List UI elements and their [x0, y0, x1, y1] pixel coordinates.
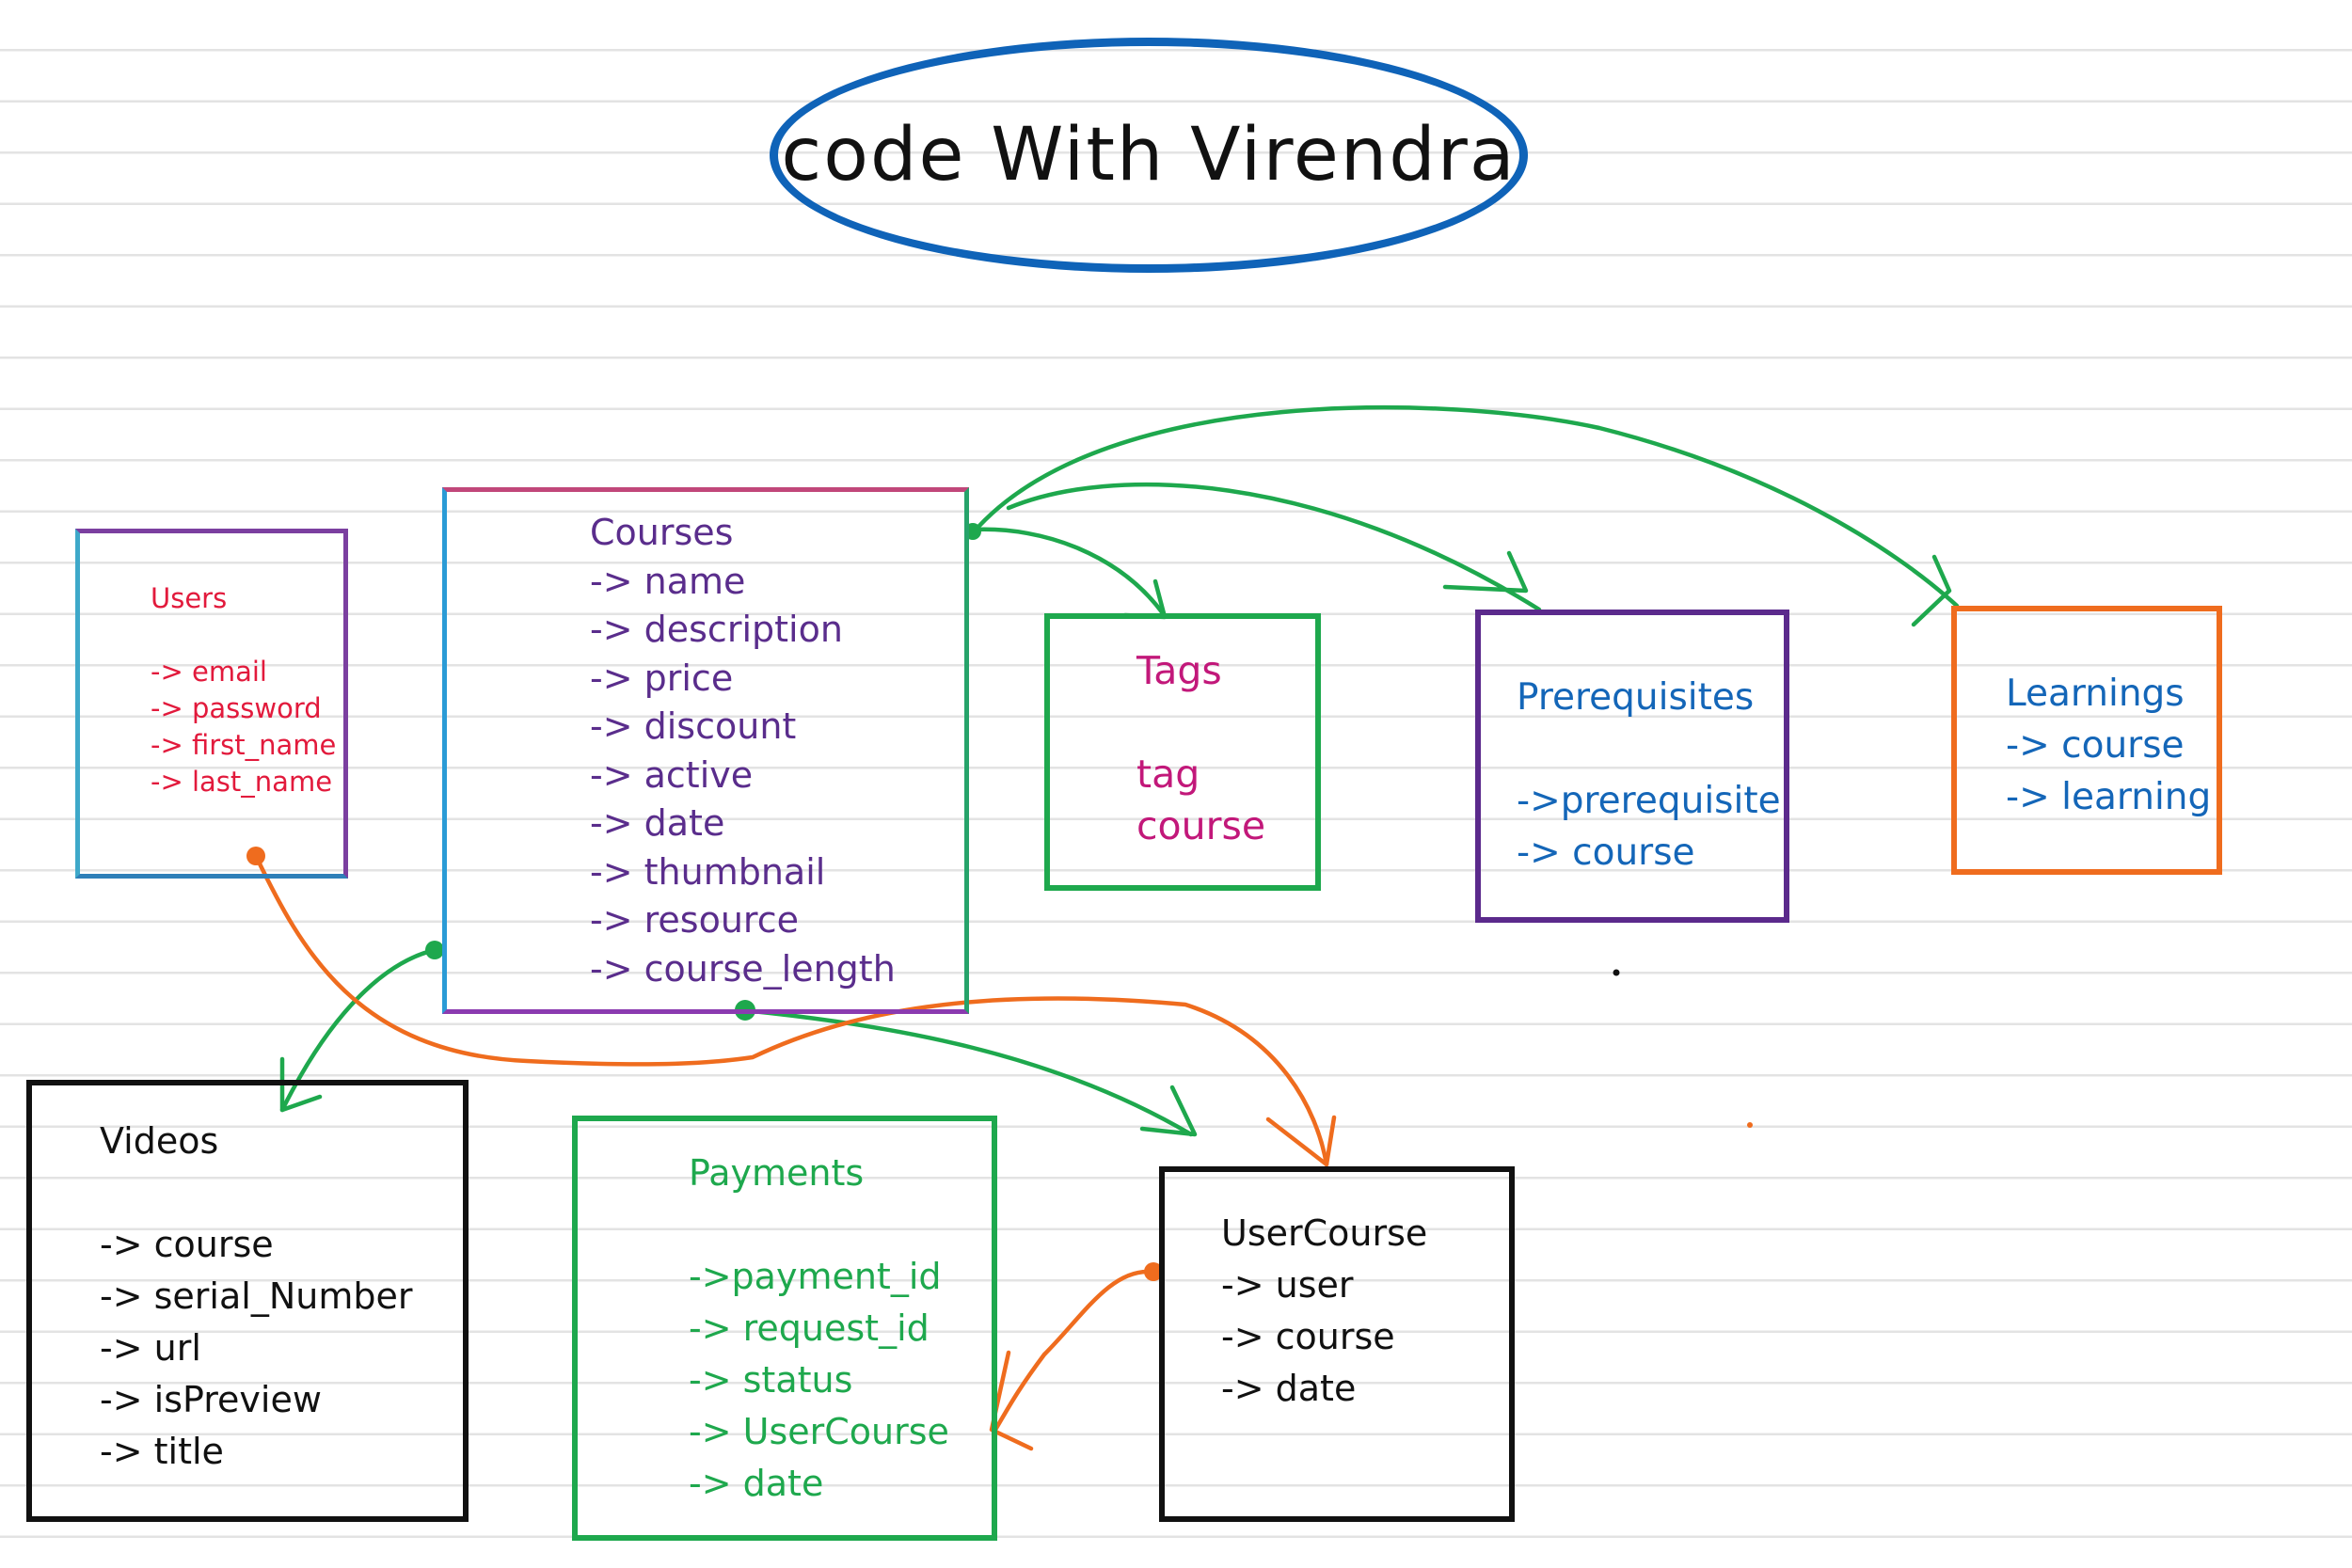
arrowhead-usercourse-orange	[1265, 1115, 1337, 1167]
field: -> course_length	[590, 947, 896, 990]
arrow-courses-to-videos	[279, 947, 437, 1113]
arrowhead-videos	[279, 1056, 323, 1113]
entity-prerequisites: Prerequisites ->prerequisite -> course	[1475, 610, 1789, 923]
arrowhead-prerequisites	[1442, 550, 1529, 594]
entity-videos: Videos -> course -> serial_Number -> url…	[26, 1080, 469, 1522]
field: -> last_name	[151, 766, 333, 798]
field: tag	[1136, 752, 1200, 797]
arrow-users-to-usercourse	[253, 853, 1329, 1167]
arrow-courses-to-tags	[972, 527, 1166, 616]
field: -> serial_Number	[100, 1275, 413, 1317]
arrowhead-usercourse	[1139, 1085, 1198, 1137]
entity-title: Tags	[1136, 648, 1222, 693]
field: -> course	[2006, 724, 2185, 767]
field: ->payment_id	[689, 1256, 942, 1297]
field: -> active	[590, 753, 754, 796]
field: -> request_id	[689, 1307, 930, 1349]
arrow-courses-to-usercourse	[740, 1007, 1194, 1137]
field: -> status	[689, 1359, 853, 1401]
arrowhead-learnings	[1911, 554, 1952, 627]
field: -> date	[590, 802, 725, 844]
entity-users: Users -> email -> password -> first_name…	[75, 529, 348, 879]
field: ->prerequisite	[1517, 780, 1781, 822]
stray-dot-black	[1613, 969, 1620, 976]
field: -> learning	[2006, 776, 2212, 818]
field: -> user	[1221, 1264, 1354, 1306]
title-ellipse	[770, 38, 1528, 273]
connector-dot-users	[246, 847, 265, 865]
field: -> thumbnail	[590, 850, 826, 893]
entity-title: Learnings	[2006, 673, 2185, 715]
field: -> resource	[590, 899, 799, 941]
entity-title: Courses	[590, 512, 734, 553]
field: -> name	[590, 560, 746, 602]
entity-title: Videos	[100, 1120, 219, 1162]
entity-courses: Courses -> name -> description -> price …	[442, 487, 969, 1014]
field: -> price	[590, 657, 734, 699]
entity-title: Prerequisites	[1517, 676, 1755, 719]
field: -> url	[100, 1327, 201, 1369]
field: -> description	[590, 609, 843, 650]
connector-dot-usercourse	[1144, 1262, 1163, 1281]
field: -> course	[100, 1224, 274, 1265]
field: -> UserCourse	[689, 1411, 949, 1452]
arrow-courses-to-prerequisites	[1006, 482, 1542, 612]
field: -> course	[1221, 1316, 1395, 1357]
field: -> date	[689, 1463, 824, 1504]
connector-dot-courses-left	[425, 941, 444, 959]
field: -> date	[1221, 1368, 1357, 1409]
entity-title: UserCourse	[1221, 1212, 1428, 1254]
entity-usercourse: UserCourse -> user -> course -> date	[1159, 1166, 1515, 1522]
entity-learnings: Learnings -> course -> learning	[1951, 606, 2222, 875]
diagram-title: code With Virendra	[781, 113, 1517, 198]
entity-tags: Tags tag course	[1044, 613, 1321, 891]
arrowhead-tags	[1122, 578, 1168, 620]
field: -> discount	[590, 705, 797, 747]
entity-title: Payments	[689, 1152, 865, 1194]
field: -> course	[1517, 832, 1695, 874]
field: -> title	[100, 1431, 224, 1472]
stray-dot-orange	[1747, 1122, 1753, 1128]
arrow-courses-to-learnings	[976, 404, 1960, 609]
field: -> isPreview	[100, 1379, 322, 1420]
field: -> email	[151, 656, 267, 688]
entity-payments: Payments ->payment_id -> request_id -> s…	[572, 1116, 997, 1541]
arrow-usercourse-to-payments	[993, 1269, 1152, 1433]
field: -> password	[151, 692, 322, 724]
field: -> first_name	[151, 729, 337, 761]
field: course	[1136, 803, 1266, 848]
entity-title: Users	[151, 582, 228, 614]
